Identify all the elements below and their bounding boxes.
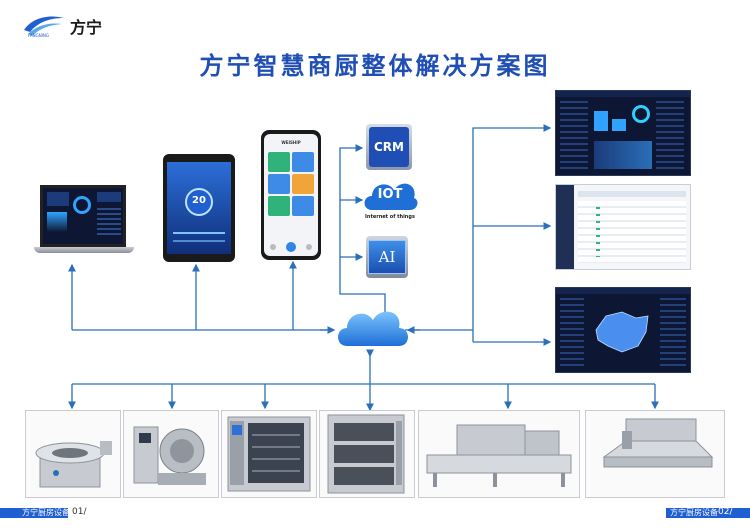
brand-logo: FANGNING 方宁 (22, 12, 122, 38)
map-shape (595, 311, 649, 353)
automatic-stir-fry-machine-icon (133, 426, 206, 485)
footer-label-left: 方宁厨房设备 (22, 508, 70, 517)
equipment-card (585, 410, 725, 498)
iot-icon: IOT Internet of things (362, 178, 418, 226)
footer-bar-left (0, 508, 68, 518)
iot-label: IOT (377, 187, 403, 202)
laptop-device (34, 185, 134, 261)
steam-cabinet-icon (327, 414, 405, 494)
svg-text:FANGNING: FANGNING (28, 33, 49, 38)
page-title: 方宁智慧商厨整体解决方案图 (199, 52, 551, 80)
swoosh-logo-icon: FANGNING (24, 16, 64, 38)
footer-bar-right (666, 508, 750, 518)
conveyor-dishwasher-icon (426, 424, 572, 487)
dashboard-screen-middle (555, 184, 691, 270)
footer-label-right: 方宁厨房设备 (670, 508, 718, 517)
equipment-card (418, 410, 580, 498)
cloud-icon (338, 311, 408, 346)
dashboard-screen-top (555, 90, 691, 176)
phone-icon: WEISHIP (261, 130, 321, 260)
crm-label: CRM (374, 140, 404, 154)
tablet-icon: 20 (163, 154, 235, 262)
tablet-temperature-value: 20 (192, 195, 206, 206)
iot-cloud-shape (364, 183, 418, 210)
dashboard-screen-bottom (555, 287, 691, 373)
equipment-card (221, 410, 317, 498)
laptop-icon (40, 185, 126, 247)
equipment-card (123, 410, 219, 498)
induction-wok-stove-icon (35, 441, 112, 488)
ai-label: AI (378, 248, 396, 266)
iot-caption: Internet of things (365, 214, 415, 220)
equipment-card (25, 410, 121, 498)
brand-name: 方宁 (70, 18, 103, 37)
equipment-card (319, 410, 415, 498)
phone-app-name: WEISHIP (281, 140, 301, 145)
footer-page-right: 02/ (718, 507, 733, 517)
range-hood-icon (602, 418, 714, 468)
ai-icon: AI (366, 236, 408, 278)
crm-icon: CRM (366, 124, 412, 170)
combi-steam-oven-icon (227, 416, 311, 492)
footer-page-left: 01/ (72, 507, 87, 517)
